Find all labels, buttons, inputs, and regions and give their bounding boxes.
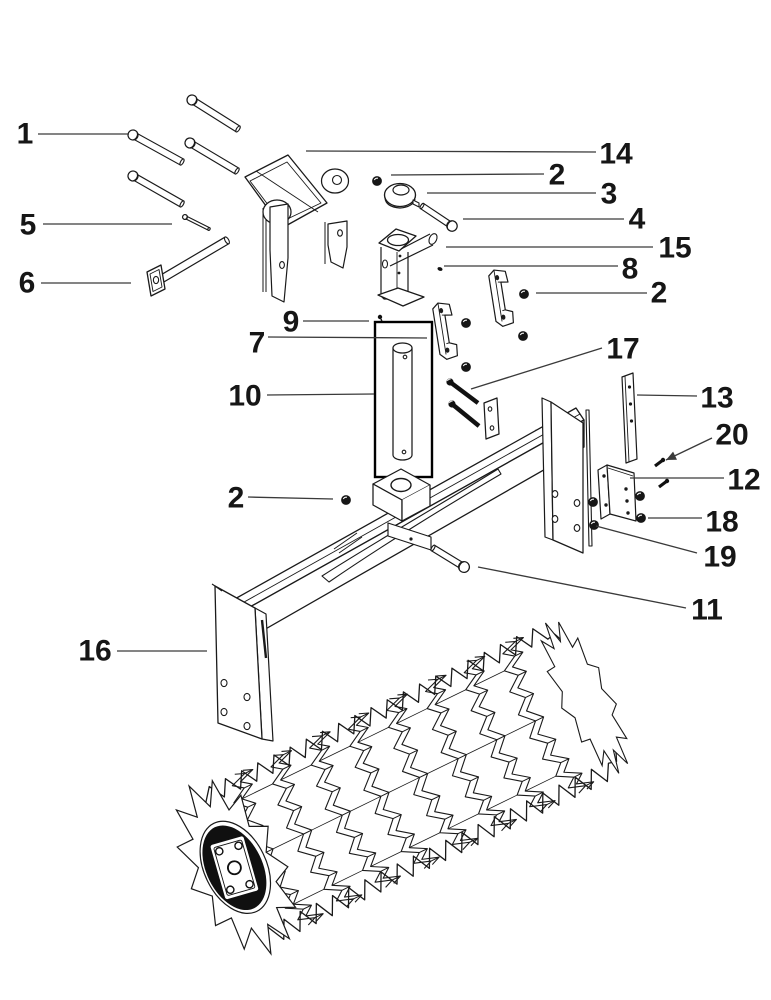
callout-5: 5 bbox=[20, 209, 37, 242]
callout-19: 19 bbox=[703, 541, 736, 574]
mount-bracket-part-14 bbox=[244, 154, 350, 303]
callout-2: 2 bbox=[228, 482, 245, 515]
bolt-part-11 bbox=[430, 544, 471, 574]
angle-bracket-part-12 bbox=[597, 464, 637, 522]
callout-leader-13 bbox=[636, 394, 698, 397]
callout-15: 15 bbox=[658, 232, 691, 265]
clamp-plates-part-7 bbox=[432, 269, 514, 360]
callout-leader-2 bbox=[247, 496, 334, 500]
tube-mount-part-15 bbox=[377, 228, 438, 307]
screws-part-20 bbox=[654, 457, 670, 489]
callout-7: 7 bbox=[249, 327, 266, 360]
cylinder-box-part-10 bbox=[373, 320, 434, 479]
callout-4: 4 bbox=[629, 203, 646, 236]
callout-leader-7 bbox=[267, 336, 428, 339]
roll-pin-part-5 bbox=[181, 213, 211, 232]
callout-leader-11 bbox=[477, 566, 687, 609]
callout-3: 3 bbox=[601, 178, 618, 211]
u-bolts-part-17 bbox=[446, 378, 500, 440]
callout-leader-14 bbox=[305, 150, 597, 153]
callout-8: 8 bbox=[622, 253, 639, 286]
callout-14: 14 bbox=[599, 138, 633, 171]
right-end-plate bbox=[541, 397, 593, 554]
callout-12: 12 bbox=[727, 464, 760, 497]
callout-18: 18 bbox=[705, 506, 738, 539]
callout-6: 6 bbox=[19, 267, 36, 300]
callout-leader-2 bbox=[390, 173, 545, 176]
roller-hub-flange bbox=[202, 825, 267, 911]
callout-leader-10 bbox=[266, 393, 375, 396]
callout-17: 17 bbox=[606, 333, 639, 366]
main-beam bbox=[232, 407, 585, 640]
callout-leader-19 bbox=[595, 525, 698, 554]
callout-13: 13 bbox=[700, 382, 733, 415]
callout-9: 9 bbox=[283, 306, 300, 339]
flat-bar-part-13 bbox=[621, 372, 638, 464]
bolt-part-4 bbox=[419, 202, 458, 232]
callout-2: 2 bbox=[549, 159, 566, 192]
lock-collar-part-3 bbox=[383, 182, 420, 209]
mount-bolts-part-1 bbox=[127, 94, 241, 208]
pivot-rod-part-6 bbox=[146, 236, 230, 297]
callout-2: 2 bbox=[651, 277, 668, 310]
callout-20: 20 bbox=[715, 419, 748, 452]
callout-leader-17 bbox=[470, 347, 603, 390]
callout-1: 1 bbox=[17, 118, 34, 151]
callout-16: 16 bbox=[78, 635, 111, 668]
callout-11: 11 bbox=[691, 594, 723, 627]
left-end-plate-part-16 bbox=[211, 583, 274, 742]
callout-10: 10 bbox=[228, 380, 261, 413]
hex-nuts-part-2-18-19 bbox=[341, 176, 646, 530]
